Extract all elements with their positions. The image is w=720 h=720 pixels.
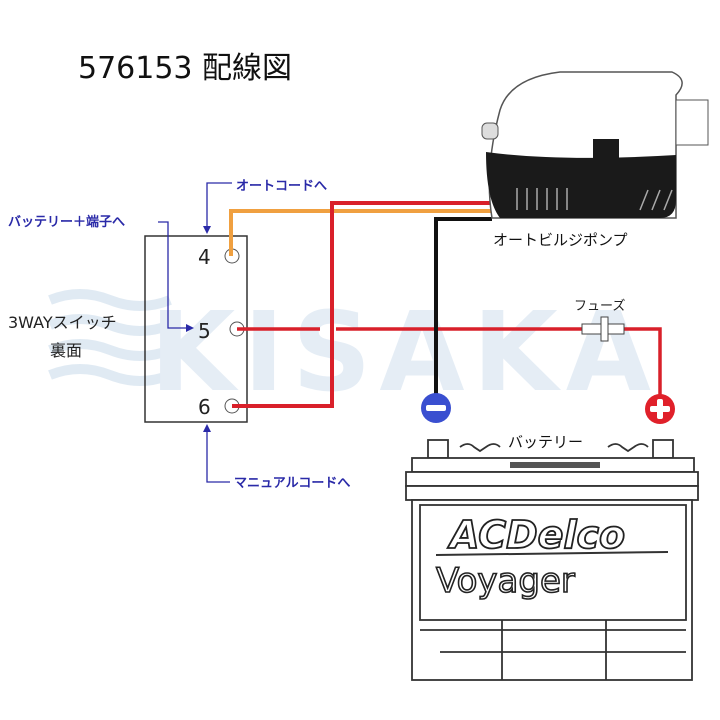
annotation-leaders [158,182,232,483]
page-title: 576153 配線図 [78,51,292,86]
switch-sublabel: 裏面 [50,341,82,360]
fuse [581,316,625,342]
switch-label: 3WAYスイッチ [8,313,117,332]
manual-cord-annotation: マニュアルコードへ [234,476,350,491]
red-wire-battery [237,327,662,396]
battery-illustration [405,439,699,681]
fuse-label: フューズ [574,298,625,314]
battery-label: バッテリー [508,433,583,451]
terminal-4-label: 4 [198,245,211,269]
watermark-text: KISAKA [150,288,659,416]
watermark: KISAKA [48,288,659,416]
negative-terminal-icon [421,393,451,423]
battery-brand-underline [435,551,669,556]
positive-terminal-icon [645,394,675,424]
battery-plus-annotation: バッテリー＋端子へ [8,214,125,230]
terminal-5-label: 5 [198,319,211,343]
pump-label: オートビルジポンプ [493,231,628,249]
orange-wire [229,209,492,256]
annotation-arrows [186,226,211,432]
red-wire-pump [232,201,492,408]
terminal-6-label: 6 [198,395,211,419]
battery-brand: ACDelco [447,513,625,557]
auto-cord-annotation: オートコードへ [236,179,327,194]
bilge-pump-illustration [481,71,709,219]
battery-model: Voyager [436,561,575,601]
black-wire [434,217,492,395]
